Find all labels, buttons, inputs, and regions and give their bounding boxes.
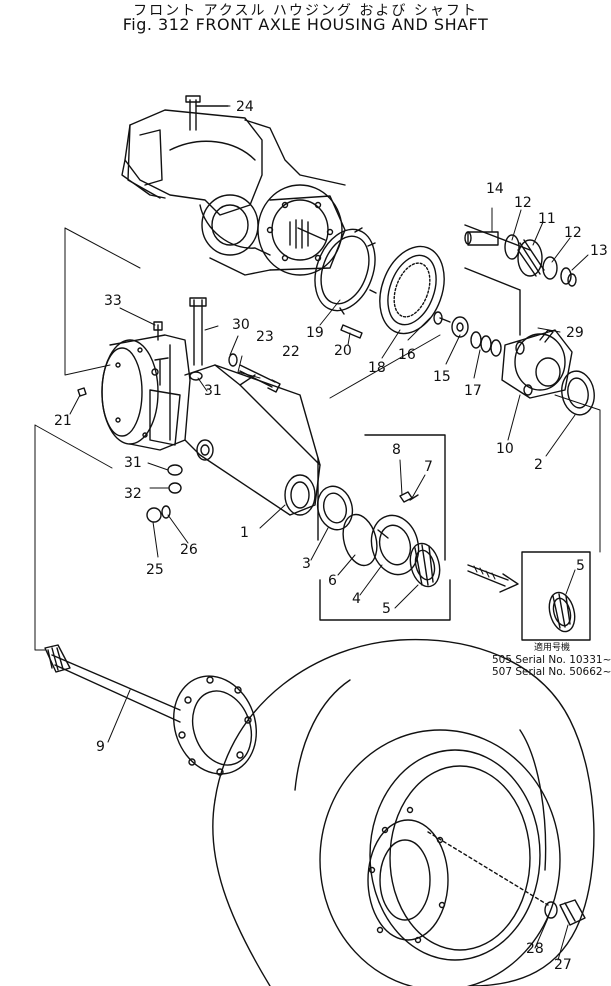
callout-13: 13 (590, 243, 608, 259)
bolt-33 (153, 321, 163, 341)
callout-21: 21 (54, 413, 72, 429)
callout-11: 11 (538, 211, 556, 227)
lock-ring-19 (314, 227, 377, 315)
callout-19: 19 (306, 325, 324, 341)
callout-16: 16 (398, 347, 416, 363)
differential-housing (121, 95, 346, 276)
applicability-line-1: 505 Serial No. 10331~ (492, 654, 611, 666)
ring-gear-18 (379, 245, 445, 335)
callout-25: 25 (146, 562, 164, 578)
callout-22: 22 (282, 344, 300, 360)
callout-20: 20 (334, 343, 352, 359)
leader-lines (69, 105, 589, 961)
reference-lines (34, 227, 601, 651)
differential-case-10 (501, 329, 573, 399)
group-bracket-4-6 (317, 457, 451, 621)
applicability-heading: 適用号機 (534, 643, 571, 653)
pinion-assembly (464, 224, 577, 336)
wheel-bolt-27-28 (427, 831, 586, 926)
callout-9: 9 (96, 739, 105, 755)
callout-29: 29 (566, 325, 584, 341)
bearing-2 (561, 370, 595, 416)
callout-10: 10 (496, 441, 514, 457)
bearing-3 (316, 485, 354, 531)
plug-25-26 (146, 505, 171, 523)
applicability-line-2: 507 Serial No. 50662~ (492, 666, 611, 678)
bolt-30 (189, 297, 207, 366)
group-bracket-2 (364, 434, 446, 561)
callout-33: 33 (104, 293, 122, 309)
callout-7: 7 (424, 459, 433, 475)
callout-1: 1 (240, 525, 249, 541)
callout-6: 6 (328, 573, 337, 589)
title-japanese: フロント アクスル ハウジング および シャフト (133, 3, 478, 19)
callout-14: 14 (486, 181, 504, 197)
callout-4: 4 (352, 591, 361, 607)
bearing-5 (409, 542, 441, 588)
inset-box-5 (521, 551, 591, 641)
callout-15: 15 (433, 369, 451, 385)
callout-24: 24 (236, 99, 254, 115)
callout-31b: 31 (124, 455, 142, 471)
callout-23: 23 (256, 329, 274, 345)
title-english: Fig. 312 FRONT AXLE HOUSING AND SHAFT (122, 15, 489, 34)
callout-32: 32 (124, 486, 142, 502)
axle-shaft-9 (44, 644, 257, 776)
pin-20 (340, 324, 363, 339)
callout-12: 12 (514, 195, 532, 211)
callout-27: 27 (554, 957, 572, 973)
callout-17: 17 (464, 383, 482, 399)
callout-3: 3 (302, 556, 311, 572)
callout-18: 18 (368, 360, 386, 376)
callout-26: 26 (180, 542, 198, 558)
callout-12b: 12 (564, 225, 582, 241)
wheel-tire (212, 638, 595, 986)
plug-21 (77, 387, 87, 397)
washers-15-16-17 (433, 311, 502, 357)
callout-28: 28 (526, 941, 544, 957)
callout-2: 2 (534, 457, 543, 473)
seal-4 (370, 514, 420, 576)
callout-5: 5 (382, 601, 391, 617)
callout-30: 30 (232, 317, 250, 333)
callout-8: 8 (392, 442, 401, 458)
callout-31: 31 (204, 383, 222, 399)
bolt-7-washer-8 (399, 491, 419, 503)
snap-ring-6 (342, 513, 378, 567)
callout-5b: 5 (576, 558, 585, 574)
replacement-arrow (467, 564, 519, 593)
